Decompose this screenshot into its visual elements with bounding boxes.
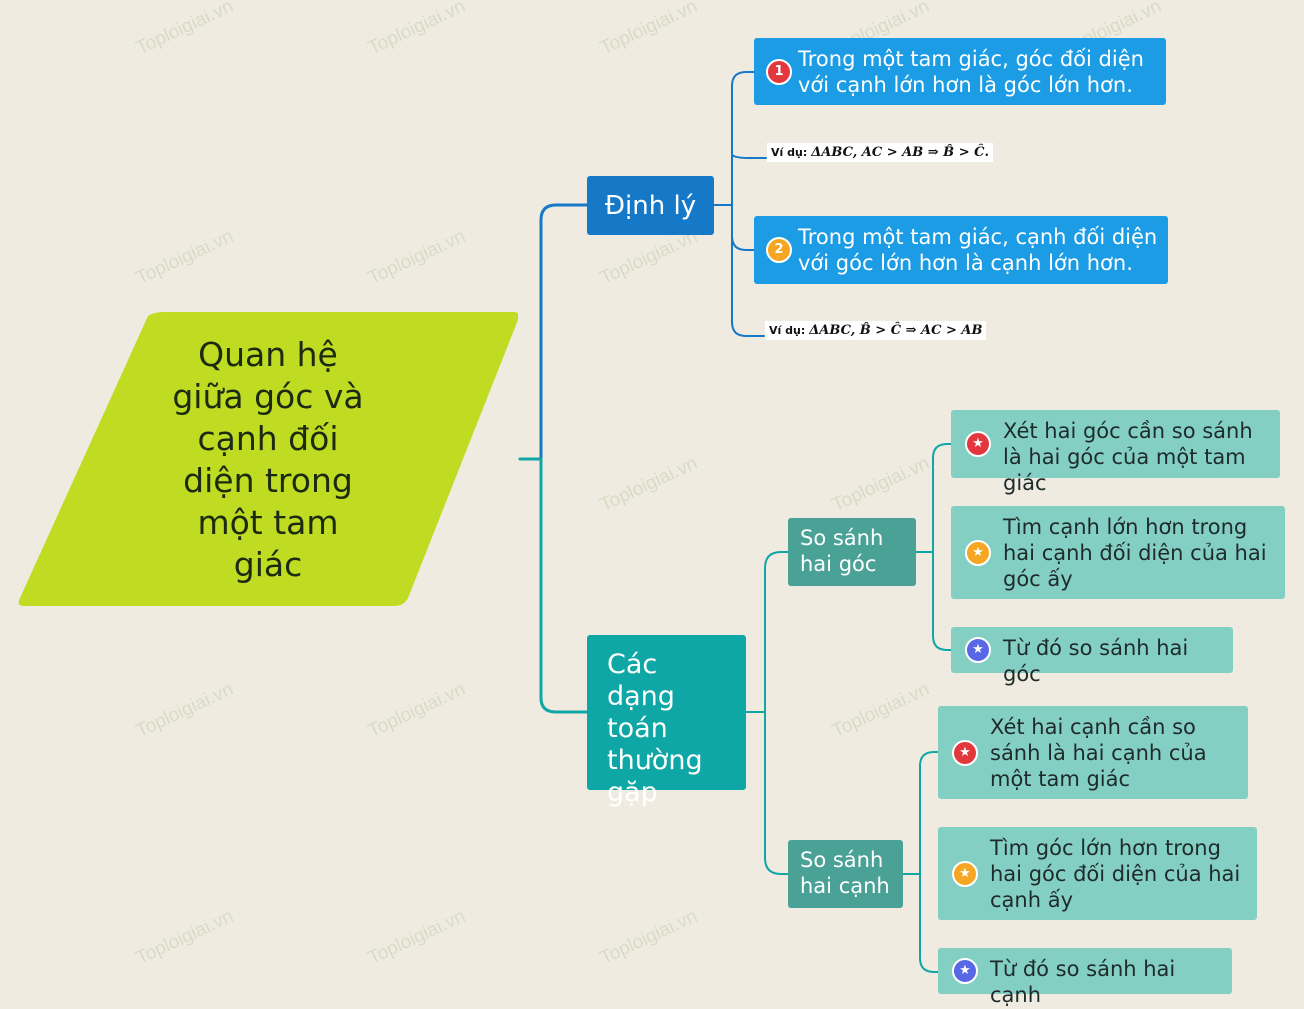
star-red-icon: ★ bbox=[952, 739, 978, 766]
example-1: Ví dụ:ΔABC, AC > AB ⇒ B̂ > Ĉ. bbox=[767, 143, 993, 162]
example-1-label: Ví dụ: bbox=[771, 146, 808, 159]
step-canh-2[interactable]: ★ Tìm góc lớn hơn trong hai góc đối diện… bbox=[938, 827, 1257, 920]
step-text: Tìm góc lớn hơn trong hai góc đối diện c… bbox=[990, 836, 1241, 912]
sub-so-sanh-hai-canh[interactable]: So sánh hai cạnh bbox=[788, 840, 903, 908]
example-2: Ví dụ:ΔABC, B̂ > Ĉ ⇒ AC > AB bbox=[765, 321, 987, 340]
root-title: Quan hệ giữa góc và cạnh đối diện trong … bbox=[172, 335, 364, 584]
theorem-2[interactable]: 2 Trong một tam giác, cạnh đối diện với … bbox=[754, 216, 1168, 284]
example-2-label: Ví dụ: bbox=[769, 324, 806, 337]
root-shape bbox=[18, 312, 518, 606]
step-goc-3[interactable]: ★ Từ đó so sánh hai góc bbox=[951, 627, 1233, 686]
step-text: Xét hai góc cần so sánh là hai góc của m… bbox=[1003, 419, 1253, 495]
theorem-1-text: Trong một tam giác, góc đối diện với cạn… bbox=[798, 47, 1144, 97]
example-1-formula: ΔABC, AC > AB ⇒ B̂ > Ĉ. bbox=[811, 145, 989, 160]
example-2-formula: ΔABC, B̂ > Ĉ ⇒ AC > AB bbox=[809, 323, 983, 338]
theorem-1[interactable]: 1 Trong một tam giác, góc đối diện với c… bbox=[754, 38, 1166, 105]
step-text: Từ đó so sánh hai góc bbox=[1003, 636, 1189, 686]
sub-so-sanh-hai-goc[interactable]: So sánh hai góc bbox=[788, 518, 916, 586]
star-yellow-icon: ★ bbox=[965, 539, 991, 566]
number-2-icon: 2 bbox=[766, 237, 792, 263]
step-goc-1[interactable]: ★ Xét hai góc cần so sánh là hai góc của… bbox=[951, 410, 1280, 495]
step-text: Tìm cạnh lớn hơn trong hai cạnh đối diện… bbox=[1003, 515, 1267, 591]
root-topic[interactable]: Quan hệ giữa góc và cạnh đối diện trong … bbox=[18, 312, 518, 606]
step-text: Từ đó so sánh hai cạnh bbox=[990, 957, 1176, 1007]
step-text: Xét hai cạnh cần so sánh là hai cạnh của… bbox=[990, 715, 1207, 791]
star-yellow-icon: ★ bbox=[952, 860, 978, 887]
star-purple-icon: ★ bbox=[965, 637, 991, 663]
branch-dinh-ly[interactable]: Định lý bbox=[587, 176, 714, 235]
step-canh-3[interactable]: ★ Từ đó so sánh hai cạnh bbox=[938, 948, 1232, 1007]
star-purple-icon: ★ bbox=[952, 958, 978, 984]
step-goc-2[interactable]: ★ Tìm cạnh lớn hơn trong hai cạnh đối di… bbox=[951, 506, 1285, 599]
theorem-2-text: Trong một tam giác, cạnh đối diện với gó… bbox=[798, 225, 1158, 275]
branch-cac-dang-toan[interactable]: Các dạng toán thường gặp bbox=[587, 635, 746, 808]
number-1-icon: 1 bbox=[766, 58, 792, 85]
step-canh-1[interactable]: ★ Xét hai cạnh cần so sánh là hai cạnh c… bbox=[938, 706, 1248, 799]
star-red-icon: ★ bbox=[965, 431, 991, 457]
